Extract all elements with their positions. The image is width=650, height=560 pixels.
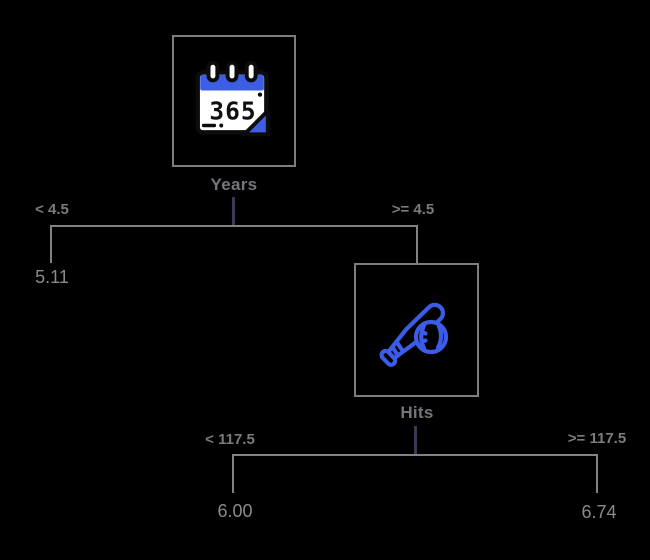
leaf-value-left: 5.11 (35, 267, 69, 287)
level2-right-drop-line (596, 454, 598, 493)
level2-branch-line (233, 454, 598, 456)
child-right-condition: >= 117.5 (567, 430, 627, 447)
leaf-value-middle: 6.00 (217, 501, 253, 521)
leaf-value-right: 6.74 (581, 502, 617, 522)
level1-branch-line (51, 225, 418, 227)
calendar-number: 365 (209, 97, 256, 126)
child-left-condition: < 117.5 (205, 431, 255, 448)
root-stem-line (232, 197, 235, 227)
root-right-condition: >= 4.5 (391, 201, 435, 218)
level1-left-drop-line (50, 225, 52, 263)
root-node-box-years: 365 (172, 35, 296, 167)
child-stem-line (414, 426, 417, 456)
child-node-box-hits (354, 263, 479, 397)
calendar-365-icon: 365 (195, 60, 270, 137)
baseball-bat-icon (378, 302, 448, 367)
root-node-label: Years (210, 175, 258, 194)
level2-left-drop-line (232, 454, 234, 493)
child-node-label: Hits (400, 403, 434, 422)
level1-right-drop-line (416, 225, 418, 265)
root-left-condition: < 4.5 (35, 201, 69, 218)
